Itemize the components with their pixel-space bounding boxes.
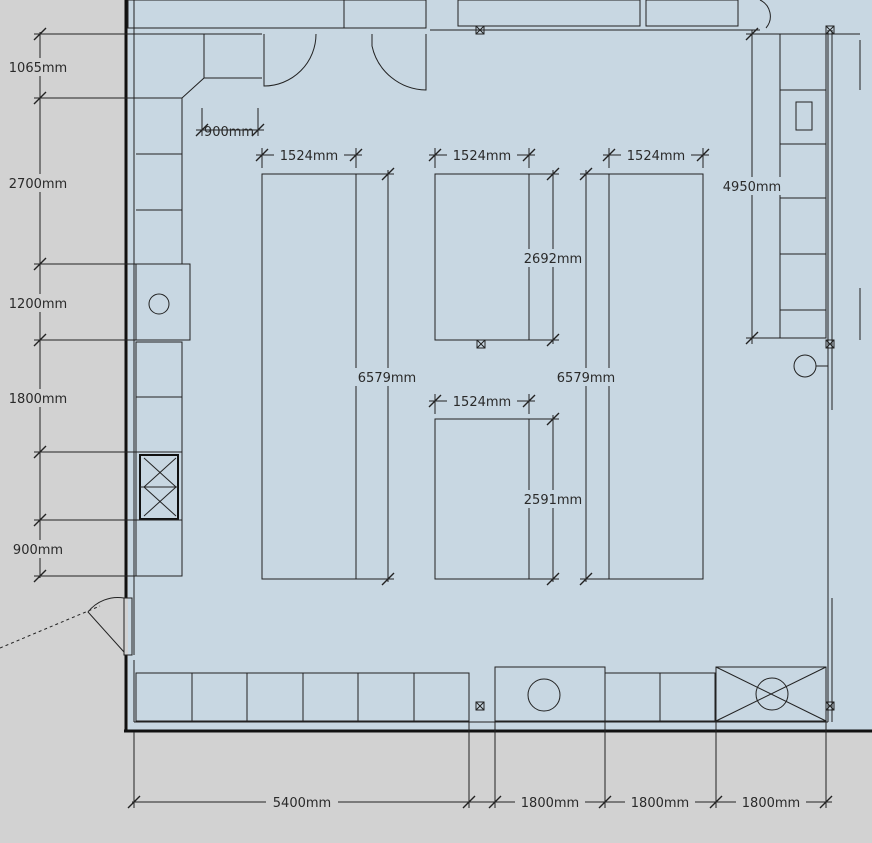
- corner-dimension: 900mm: [195, 108, 265, 140]
- dim-corner-900: 900mm: [204, 125, 254, 140]
- column-markers: [475, 25, 835, 711]
- left-sink-icon: [148, 293, 170, 315]
- dim-right-counter: 4950mm: [723, 180, 781, 195]
- room-floor: [128, 0, 872, 732]
- dim-bench-middle-top-width: 1524mm: [453, 149, 511, 164]
- bench-width-dimensions: 1524mm 1524mm 1524mm 1524mm: [255, 146, 710, 414]
- dim-bottom-1800-a: 1800mm: [521, 796, 579, 811]
- dim-bench-right-width: 1524mm: [627, 149, 685, 164]
- dim-bench-middle-top-height: 2692mm: [524, 252, 582, 267]
- dim-bottom-1800-c: 1800mm: [742, 796, 800, 811]
- bottom-dimensions: 5400mm 1800mm 1800mm 1800mm: [127, 673, 833, 811]
- dim-bench-middle-bottom-width: 1524mm: [453, 395, 511, 410]
- dim-left-2700: 2700mm: [9, 177, 67, 192]
- dim-left-1800: 1800mm: [9, 392, 67, 407]
- bottom-appliance-icon: [715, 666, 827, 722]
- left-dimensions: 1065mm 2700mm 1200mm 1800mm 900mm: [4, 27, 182, 583]
- dim-left-1065: 1065mm: [9, 61, 67, 76]
- dim-bench-right-height: 6579mm: [557, 371, 615, 386]
- right-counter-dimension: 4950mm: [720, 27, 784, 345]
- dim-left-1200: 1200mm: [9, 297, 67, 312]
- bench-height-dimensions: 6579mm 2692mm 2591mm 6579mm: [354, 167, 619, 586]
- walls: [124, 0, 872, 733]
- doors: [87, 0, 771, 656]
- dim-left-900: 900mm: [13, 543, 63, 558]
- dim-bench-left-height: 6579mm: [358, 371, 416, 386]
- bottom-sink-icon: [527, 678, 561, 712]
- dim-bench-left-width: 1524mm: [280, 149, 338, 164]
- dim-bench-middle-bottom-height: 2591mm: [524, 493, 582, 508]
- dim-bottom-5400: 5400mm: [273, 796, 331, 811]
- dim-bottom-1800-b: 1800mm: [631, 796, 689, 811]
